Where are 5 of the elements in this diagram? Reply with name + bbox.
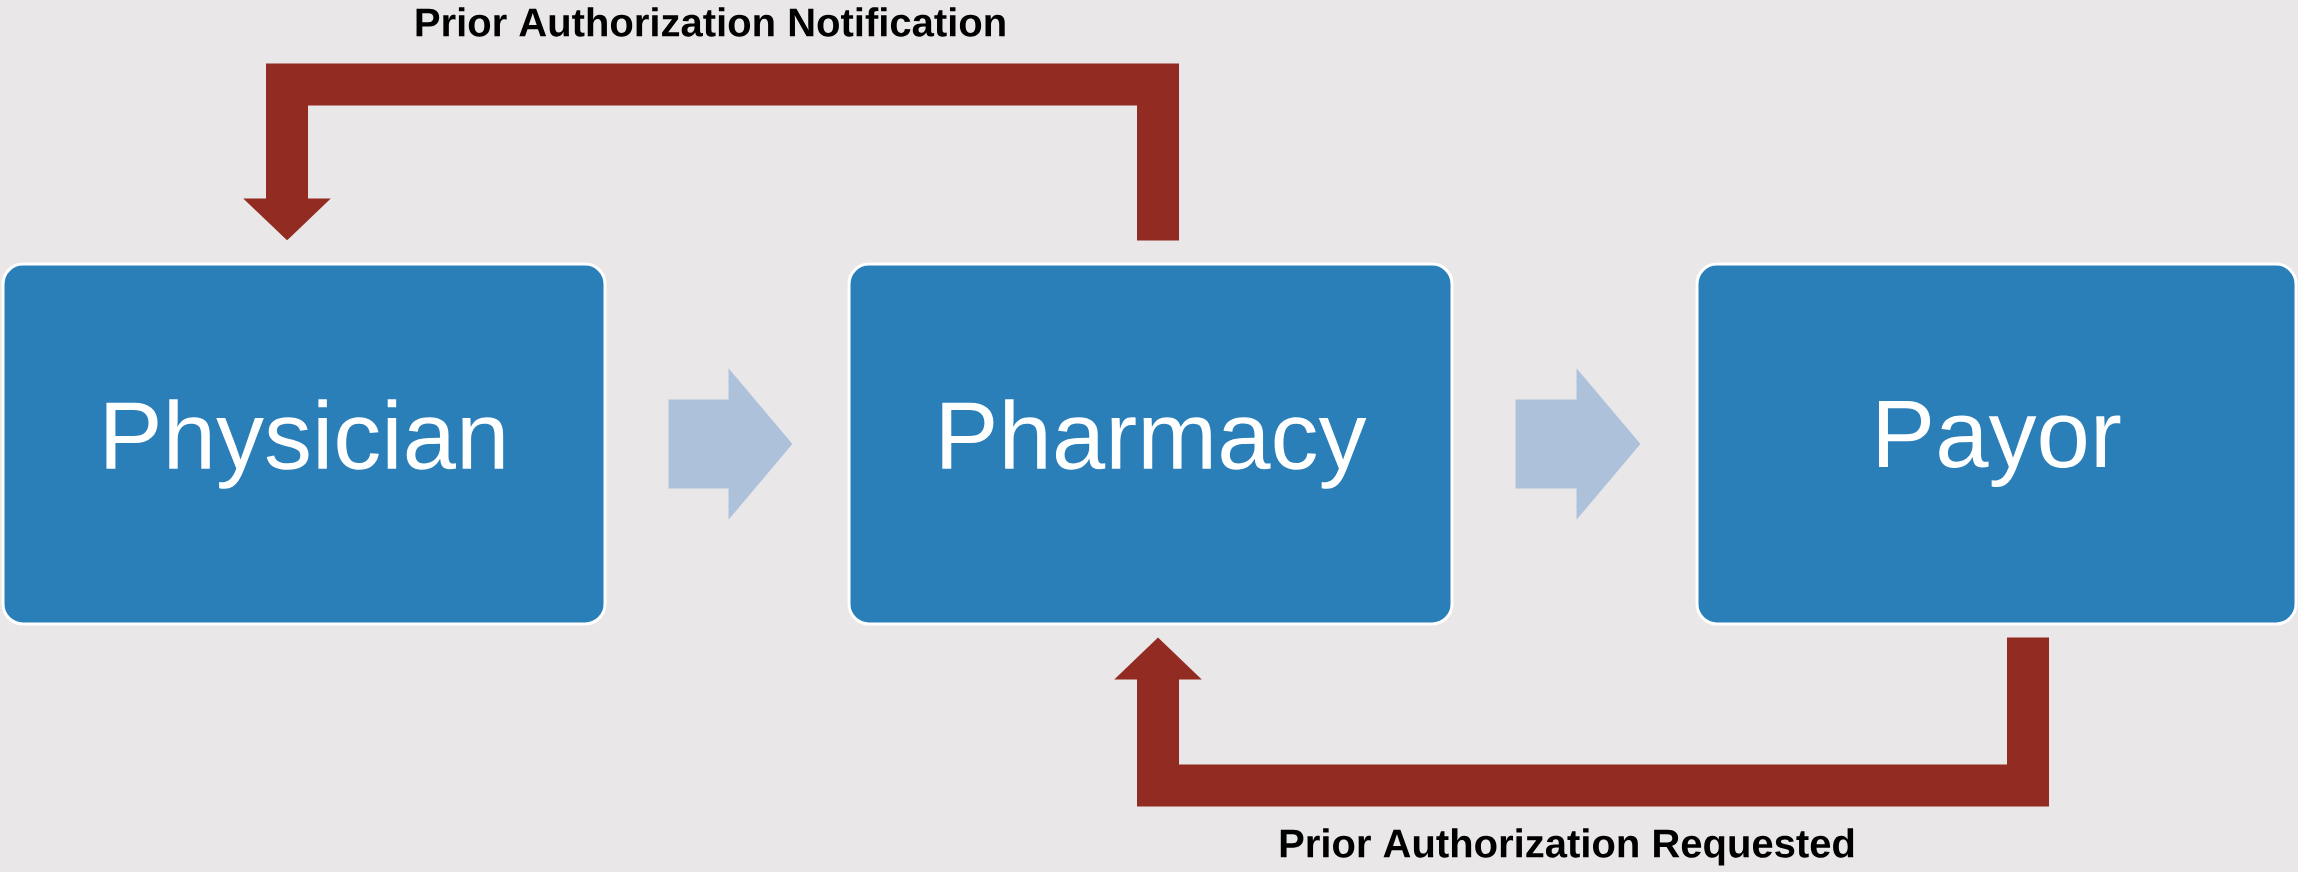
process-box: Pharmacy	[847, 262, 1454, 626]
edge-label: Prior Authorization Notification	[416, 7, 1005, 37]
process-box: Physician	[1, 262, 607, 626]
process-box: Payor	[1695, 262, 2298, 626]
edge-label: Prior Authorization Requested	[1280, 828, 1854, 866]
